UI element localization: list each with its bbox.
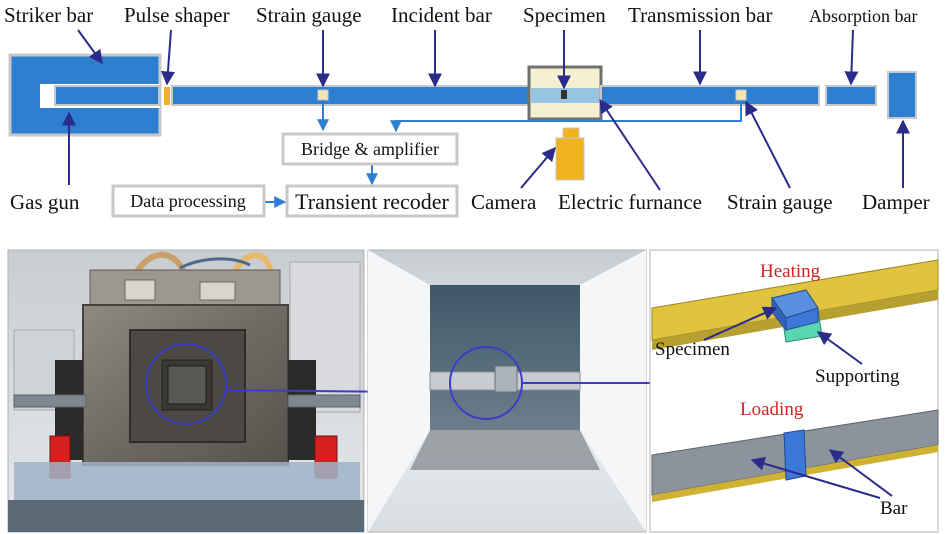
strain-gauge-incident <box>317 89 329 101</box>
arrow-pulse-shaper <box>160 29 175 86</box>
label-incident-bar: Incident bar <box>391 3 492 27</box>
arrow-supporting <box>816 331 863 365</box>
glass-plate <box>14 462 360 502</box>
label-pulse-shaper: Pulse shaper <box>124 3 230 27</box>
interior-photo <box>367 249 647 533</box>
label-transmission-bar: Transmission bar <box>628 3 773 27</box>
furnace-photo <box>7 249 365 533</box>
transmission-bar <box>600 85 820 106</box>
interior-floor <box>410 430 600 470</box>
label-striker-bar: Striker bar <box>4 3 93 27</box>
arrow-bar-right <box>828 449 893 497</box>
bridge-amplifier-label: Bridge & amplifier <box>301 139 439 159</box>
camera-lens <box>562 127 580 139</box>
label-camera: Camera <box>471 190 537 214</box>
label-electric-furnace: Electric furnance <box>558 190 702 214</box>
signal-lines <box>264 100 742 208</box>
camera <box>555 127 585 181</box>
interior-right-wall <box>580 250 646 532</box>
pulse-shaper <box>164 87 170 105</box>
highlight-circle-furnace <box>145 343 227 425</box>
furnace-window-inner <box>167 365 207 405</box>
bridge-amplifier-frame <box>281 132 459 166</box>
cable-blue <box>179 257 251 270</box>
striker-bar <box>54 85 160 106</box>
render-panel: Heating Specimen Supporting Loading Bar <box>649 249 939 533</box>
arrow-electric-furnace <box>599 98 661 191</box>
label-loading: Loading <box>740 399 804 420</box>
schematic: Bridge & amplifier Data processing Trans… <box>4 3 930 218</box>
arrow-absorption-bar <box>844 29 859 86</box>
transient-recorder-box: Transient recoder <box>285 184 459 218</box>
data-processing-box: Data processing <box>111 184 266 218</box>
interior-left-wall <box>368 250 430 532</box>
arrow-specimen-render <box>703 306 778 341</box>
transient-recorder-frame <box>285 184 459 218</box>
bar-right <box>287 394 361 408</box>
interior-cavity <box>430 285 580 430</box>
background-cabinet <box>289 261 361 413</box>
transient-recorder-label: Transient recoder <box>295 189 449 214</box>
right-clamp <box>288 360 316 460</box>
transmission-signal-line <box>390 104 742 133</box>
pointer-arrows <box>62 29 910 191</box>
specimen-block <box>561 90 567 99</box>
interior-specimen <box>494 365 518 393</box>
label-absorption-bar: Absorption bar <box>809 6 917 26</box>
data-processing-frame <box>111 184 266 218</box>
label-supporting: Supporting <box>815 366 900 387</box>
camera-body <box>555 137 585 181</box>
table-base <box>8 500 364 532</box>
data-processing-label: Data processing <box>130 191 245 211</box>
label-bar: Bar <box>880 498 908 519</box>
label-heating: Heating <box>760 261 821 282</box>
strain-gauge-transmission <box>735 89 747 101</box>
damper <box>887 71 917 119</box>
terminal-left <box>124 279 156 301</box>
label-strain-gauge-bottom: Strain gauge <box>727 190 833 214</box>
absorption-bar <box>825 85 877 106</box>
arrow-bar-left <box>750 456 881 499</box>
furnace-top <box>89 269 281 311</box>
arrow-camera <box>520 146 556 189</box>
label-specimen-render: Specimen <box>655 339 730 360</box>
label-gas-gun: Gas gun <box>10 190 80 214</box>
incident-bar <box>171 85 531 106</box>
label-damper: Damper <box>862 190 930 214</box>
arrow-striker-bar <box>77 29 103 65</box>
terminal-right <box>199 281 236 301</box>
bar-left <box>13 394 87 408</box>
bridge-amplifier-box: Bridge & amplifier <box>281 132 459 166</box>
specimen-cube-front <box>785 307 819 331</box>
arrow-strain-gauge-bottom <box>745 100 791 189</box>
label-specimen: Specimen <box>523 3 606 27</box>
label-strain-gauge-top: Strain gauge <box>256 3 362 27</box>
gas-gun <box>8 53 162 137</box>
